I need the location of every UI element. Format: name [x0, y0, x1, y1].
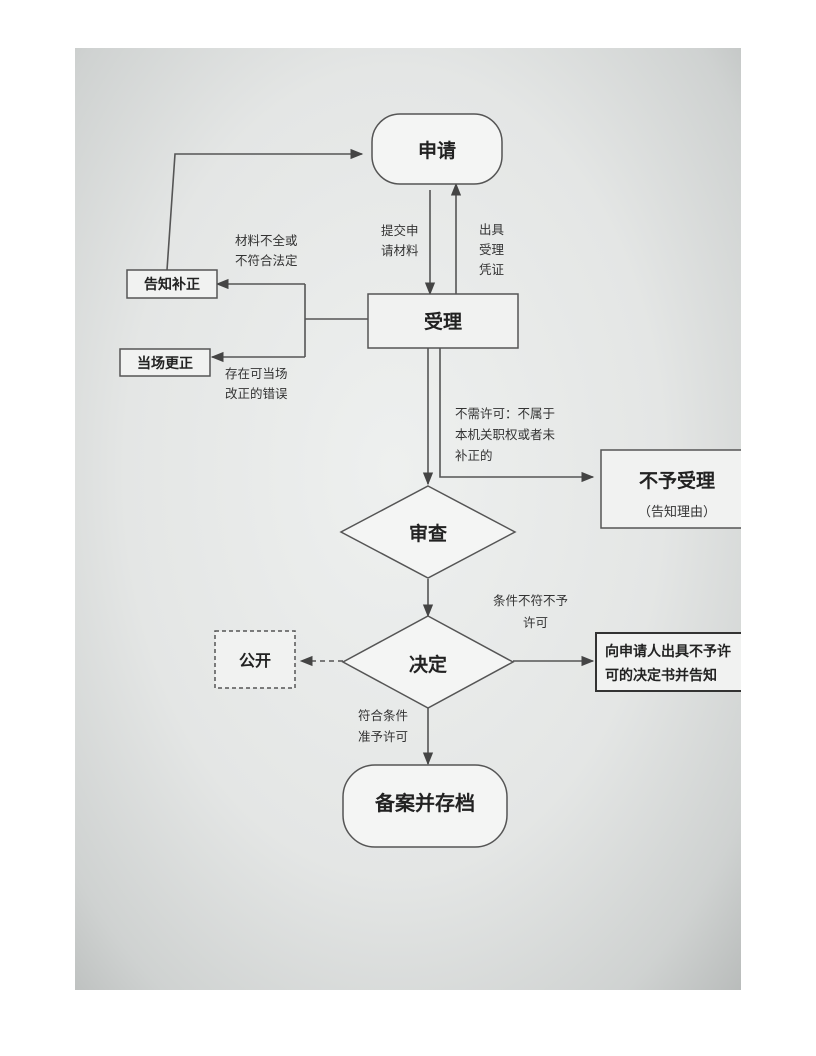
label-noneed-2: 本机关职权或者未	[455, 427, 556, 442]
label-issue-3: 凭证	[479, 262, 505, 277]
node-reject-sub: （告知理由）	[638, 504, 716, 520]
edge-labels: 提交申 请材料 出具 受理 凭证 材料不全或 不符合法定 存在可当场 改正的错误…	[225, 222, 568, 744]
label-met-2: 准予许可	[358, 729, 408, 744]
label-fixable-1: 存在可当场	[225, 366, 288, 381]
node-accept-label: 受理	[424, 310, 462, 333]
node-correct-onsite: 当场更正	[119, 348, 211, 377]
node-publish: 公开	[214, 630, 296, 689]
node-apply: 申请	[371, 113, 503, 185]
connector-lines	[166, 148, 595, 766]
node-archive: 备案并存档	[342, 764, 508, 848]
node-archive-label: 备案并存档	[374, 791, 475, 815]
node-decide: 决定	[341, 615, 515, 709]
label-notmet-1: 条件不符不予	[493, 593, 568, 608]
edge-notify-to-apply	[166, 148, 364, 271]
node-accept: 受理	[367, 293, 519, 349]
edge-to-reject	[439, 348, 595, 483]
node-review-label: 审查	[409, 522, 448, 545]
node-notify-correct: 告知补正	[126, 269, 218, 299]
label-notmet-2: 许可	[523, 615, 548, 630]
label-issue-1: 出具	[479, 222, 505, 237]
node-deny-line1: 向申请人出具不予许	[605, 643, 731, 660]
label-issue-2: 受理	[479, 242, 505, 257]
label-incomplete-2: 不符合法定	[235, 253, 298, 268]
label-incomplete-1: 材料不全或	[235, 233, 298, 248]
node-review: 审查	[339, 485, 517, 579]
label-noneed-3: 补正的	[455, 448, 493, 463]
label-submit-1: 提交申	[381, 223, 419, 238]
node-notify-correct-label: 告知补正	[144, 276, 200, 293]
label-submit-2: 请材料	[381, 243, 419, 258]
node-reject: 不予受理 （告知理由）	[600, 449, 741, 529]
label-noneed-1: 不需许可：不属于	[455, 406, 555, 421]
flowchart: 申请 受理 告知补正 当场更正 不予受理 （告知理由） 审查 决定 公开 向申请…	[119, 113, 741, 848]
label-fixable-2: 改正的错误	[225, 386, 288, 401]
node-apply-label: 申请	[418, 139, 456, 162]
label-met-1: 符合条件	[358, 708, 408, 723]
node-deny-line2: 可的决定书并告知	[605, 667, 717, 684]
node-decide-label: 决定	[409, 653, 447, 676]
node-correct-onsite-label: 当场更正	[137, 355, 193, 372]
document-photo: 申请 受理 告知补正 当场更正 不予受理 （告知理由） 审查 决定 公开 向申请…	[75, 48, 741, 990]
node-deny: 向申请人出具不予许 可的决定书并告知	[595, 632, 741, 692]
node-reject-title: 不予受理	[639, 469, 715, 492]
node-publish-label: 公开	[239, 651, 271, 670]
